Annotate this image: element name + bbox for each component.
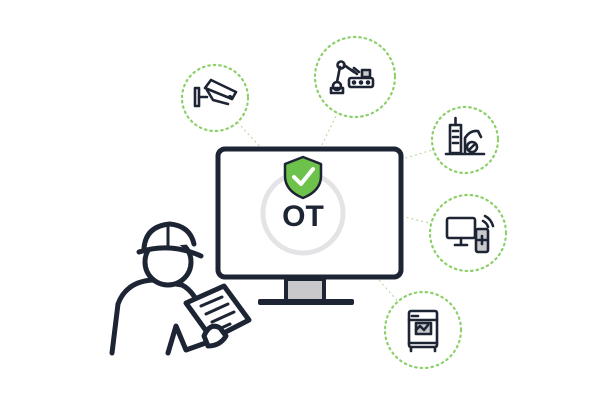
node-industrial-machine: [383, 290, 463, 370]
monitor-base: [258, 299, 354, 305]
ot-hub: OT: [260, 155, 346, 256]
node-monitor-remote: [428, 193, 508, 273]
smart-building-icon: [444, 116, 486, 156]
hub-label: OT: [282, 200, 324, 233]
monitor-neck: [284, 277, 326, 303]
worker-hand: [201, 323, 229, 349]
industrial-machine-icon: [407, 309, 439, 353]
robotic-arm-conveyor-icon: [329, 60, 375, 95]
node-ring: [428, 193, 508, 273]
hard-hat-icon: [136, 221, 204, 259]
node-smart-building: [430, 105, 500, 175]
node-robotic-arm: [313, 35, 397, 119]
security-camera-icon: [193, 78, 238, 108]
node-security-camera: [180, 63, 250, 133]
node-ring: [180, 63, 250, 133]
monitor-remote-icon: [445, 214, 495, 254]
clipboard-icon: [183, 283, 252, 342]
shield-icon: [283, 155, 323, 200]
worker-figure: [109, 221, 252, 356]
